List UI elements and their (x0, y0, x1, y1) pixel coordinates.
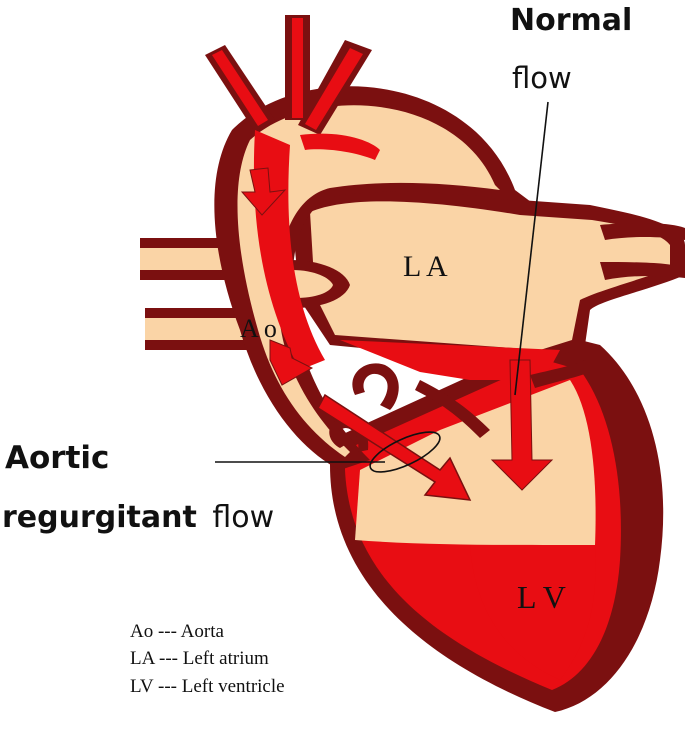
legend-item: LA --- Left atrium (130, 648, 269, 669)
aortic-regurgitant-label-bold: regurgitant (2, 500, 197, 535)
normal-flow-label-line2: flow (512, 61, 572, 95)
normal-flow-pointer-line (514, 101, 549, 396)
legend: Ao --- Aorta LA --- Left atrium LV --- L… (130, 621, 285, 697)
legend-item: LV --- Left ventricle (130, 676, 285, 697)
aortic-flow-band-right (300, 133, 380, 160)
aortic-regurgitant-label-line2: regurgitant flow (2, 500, 274, 535)
lv-blood-pool (470, 545, 596, 680)
aortic-flow-arrow-mid (269, 339, 314, 386)
lv-label: L V (517, 579, 566, 615)
mitral-leaflet-right (530, 360, 590, 388)
aortic-branches (205, 15, 372, 135)
la-blood-inflow (340, 340, 560, 380)
regurgitant-jet-ellipse (369, 431, 441, 473)
aortic-flow-band (253, 130, 325, 370)
aortic-regurgitant-label-rest: flow (212, 500, 274, 535)
la-label: L A (403, 250, 448, 283)
aortic-flow-arrow-upper (240, 167, 287, 216)
normal-flow-arrow (490, 359, 554, 491)
normal-flow-label-line1: Normal (510, 3, 632, 38)
pulmonary-veins-right (600, 223, 685, 280)
left-atrium-chamber (310, 201, 670, 350)
aortic-arch-lumen (237, 105, 500, 457)
mitral-leaflet-left (415, 380, 490, 438)
ventricle-chamber-tissue (355, 380, 596, 545)
legend-item: Ao --- Aorta (130, 621, 224, 642)
aortic-regurgitant-label-line1: Aortic (5, 440, 109, 476)
ao-label: A o (240, 314, 277, 343)
regurgitant-flow-arrow (317, 393, 472, 501)
aortic-valve-cusp-upper (352, 363, 399, 410)
